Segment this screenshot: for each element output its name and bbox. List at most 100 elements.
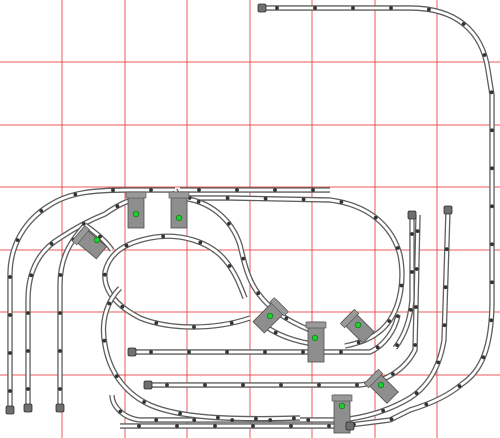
switch-lever [331, 394, 353, 402]
rail-joint [490, 280, 494, 285]
rail-joint [442, 323, 447, 328]
rail-joint [98, 234, 102, 239]
rail-joint [355, 383, 359, 387]
rail-joint [413, 343, 417, 347]
turnout-switches [71, 191, 399, 434]
rail-joint [273, 188, 277, 192]
rail-joint [301, 197, 306, 202]
track-bumper-icon[interactable] [257, 3, 267, 13]
rail-joint [58, 273, 63, 277]
rail-joint [339, 350, 343, 354]
rail-joint [263, 350, 267, 354]
rail-joint [111, 188, 115, 193]
rail-joint [410, 232, 414, 236]
track-segment-inner [102, 287, 301, 421]
rail-joint [227, 264, 232, 268]
rail-joint [489, 318, 494, 323]
track-endpoints [5, 3, 453, 431]
turnout-switch-icon[interactable] [305, 321, 327, 363]
rail-joint [178, 411, 183, 416]
rail-joint [15, 238, 20, 243]
rail-joint [481, 355, 486, 360]
rail-joint [142, 400, 147, 404]
rail-joint [49, 242, 54, 246]
turnout-switch-icon[interactable] [168, 191, 190, 229]
track-segment-inner [26, 196, 141, 408]
rail-joint [375, 345, 380, 350]
rail-joint [114, 374, 119, 379]
rail-joint [8, 275, 12, 279]
track-bumper-icon[interactable] [345, 421, 355, 431]
rail-joint [225, 196, 230, 200]
rail-joint [26, 311, 30, 315]
switch-lever [363, 368, 384, 389]
rail-joint [301, 350, 305, 354]
rail-joint [443, 285, 448, 290]
track-bumper-icon[interactable] [143, 380, 153, 390]
track-bumper-icon[interactable] [443, 205, 453, 215]
rail-joint [490, 166, 494, 171]
rail-joint [289, 424, 293, 428]
rail-joint [58, 349, 62, 353]
rail-joint [235, 188, 239, 192]
rail-joint [356, 340, 361, 345]
switch-lever [168, 191, 190, 199]
rail-joint [317, 383, 321, 387]
rail-joint [389, 417, 394, 422]
track-bumper-icon[interactable] [127, 347, 137, 357]
rail-joint [115, 204, 120, 209]
switch-lever [71, 225, 90, 246]
rail-joint [427, 7, 431, 12]
rail-joint [415, 229, 420, 234]
rail-joint [395, 343, 399, 347]
rail-joint [292, 416, 296, 421]
rail-joint [227, 221, 231, 226]
rail-joint [273, 330, 278, 335]
rail-joint [444, 247, 449, 252]
rail-joint [225, 350, 229, 354]
green-led-icon [377, 381, 385, 389]
track-segment-inner [58, 224, 87, 408]
rail-joint [120, 304, 125, 309]
rail-joint [408, 308, 413, 312]
track-bumper-icon[interactable] [5, 405, 15, 415]
rail-joint [284, 316, 289, 321]
rail-joint [8, 351, 12, 355]
turnout-switch-icon[interactable] [71, 225, 108, 261]
rail-joint [306, 418, 311, 422]
rail-joint [26, 387, 30, 391]
rail-joint [213, 424, 217, 428]
rail-joint [192, 418, 197, 422]
rail-joint [313, 6, 317, 10]
green-led-icon [175, 214, 183, 222]
rail-joint [39, 209, 44, 213]
track-bumper-icon[interactable] [55, 403, 65, 413]
rail-joint [107, 301, 112, 306]
rail-joint [414, 305, 418, 309]
track-segment-inner [258, 6, 494, 427]
rail-joint [8, 389, 12, 393]
rail-joint [192, 325, 196, 329]
turnout-switch-icon[interactable] [125, 191, 147, 229]
rail-joint [373, 215, 378, 220]
rail-joint [197, 188, 201, 192]
track-bumper-icon[interactable] [23, 403, 33, 413]
track-segment-inner [173, 189, 404, 348]
switch-lever [269, 297, 289, 317]
track-bumper-icon[interactable] [407, 210, 417, 220]
rail-joint [256, 291, 261, 296]
rail-joint [187, 350, 191, 354]
rail-joint [399, 283, 404, 288]
rail-joint [490, 128, 494, 133]
rail-joint [414, 267, 419, 271]
rail-joint [275, 6, 279, 10]
green-led-icon [132, 210, 140, 218]
green-led-icon [338, 402, 346, 410]
rail-joint [175, 424, 179, 428]
rail-joint [102, 272, 107, 277]
rail-joint [389, 6, 393, 10]
rail-joint [26, 349, 30, 353]
rail-joint [489, 90, 494, 95]
rail-joint [203, 383, 207, 387]
